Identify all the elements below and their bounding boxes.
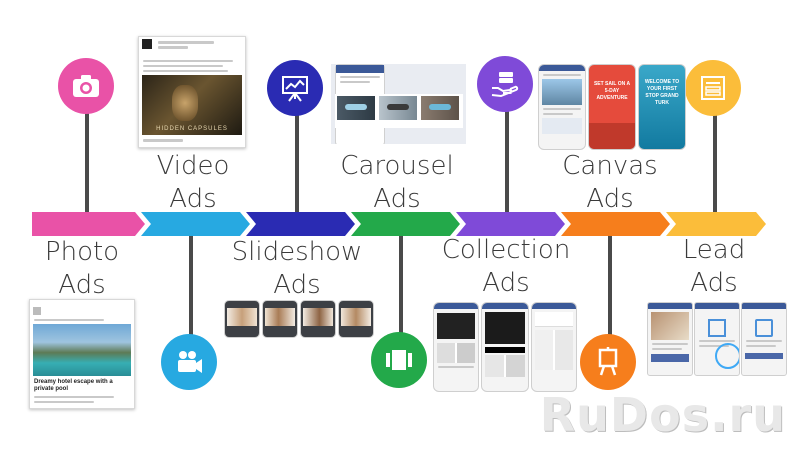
lead-phone-2: [694, 302, 740, 376]
stem-canvas: [608, 236, 612, 336]
lead-circle: [685, 60, 741, 116]
timeline-segment-carousel: [351, 212, 460, 236]
photo-circle: [58, 58, 114, 114]
stem-video: [189, 236, 193, 344]
slideshow-phone-2: [262, 300, 298, 338]
canvas-phone-1: [538, 64, 586, 150]
slideshow-circle: [267, 60, 323, 116]
timeline-segment-canvas: [561, 212, 670, 236]
timeline-segment-lead: [666, 212, 766, 236]
slideshow-phone-3: [300, 300, 336, 338]
timeline-segment-photo: [32, 212, 145, 236]
canvas-phone-2: SET SAIL ON A 5-DAY ADVENTURE: [588, 64, 636, 150]
slideshow-phone-4: [338, 300, 374, 338]
video-camera-icon: [178, 351, 202, 373]
canvas-circle: [580, 334, 636, 390]
stem-carousel: [399, 236, 403, 336]
photo-caption: Dreamy hotel escape with a private pool: [34, 379, 113, 392]
timeline-segment-slideshow: [246, 212, 355, 236]
stem-lead: [713, 112, 717, 212]
canvas-phone-3: WELCOME TO YOUR FIRST STOP GRAND TURK: [638, 64, 686, 150]
video-ad-thumbnail: HIDDEN CAPSULES: [138, 36, 246, 148]
lead-phone-3: [741, 302, 787, 376]
carousel-ad-thumbnail: [331, 64, 466, 144]
presentation-icon: [282, 76, 308, 102]
collection-icon: [491, 72, 519, 98]
watermark-text: RuDos.ru: [539, 388, 786, 442]
photo-ad-thumbnail: Dreamy hotel escape with a private pool: [29, 299, 135, 409]
carousel-circle: [371, 332, 427, 388]
carousel-icon: [386, 350, 412, 370]
lead-phone-1: [647, 302, 693, 376]
canvas-panel-2-text: SET SAIL ON A 5-DAY ADVENTURE: [593, 81, 631, 101]
video-circle: [161, 334, 217, 390]
collection-circle: [477, 56, 533, 112]
timeline-segment-video: [141, 212, 250, 236]
collection-phone-1: [433, 302, 479, 392]
slideshow-phone-1: [224, 300, 260, 338]
camera-icon: [73, 75, 99, 97]
form-icon: [701, 76, 725, 100]
stem-slideshow: [295, 112, 299, 212]
video-caption: HIDDEN CAPSULES: [156, 126, 228, 132]
stem-collection: [505, 106, 509, 212]
collection-phone-2: [481, 302, 529, 392]
collection-phone-3: [531, 302, 577, 392]
easel-icon: [598, 347, 618, 376]
stem-photo: [85, 112, 89, 212]
timeline-segment-collection: [456, 212, 565, 236]
canvas-panel-3-text: WELCOME TO YOUR FIRST STOP GRAND TURK: [644, 79, 680, 106]
